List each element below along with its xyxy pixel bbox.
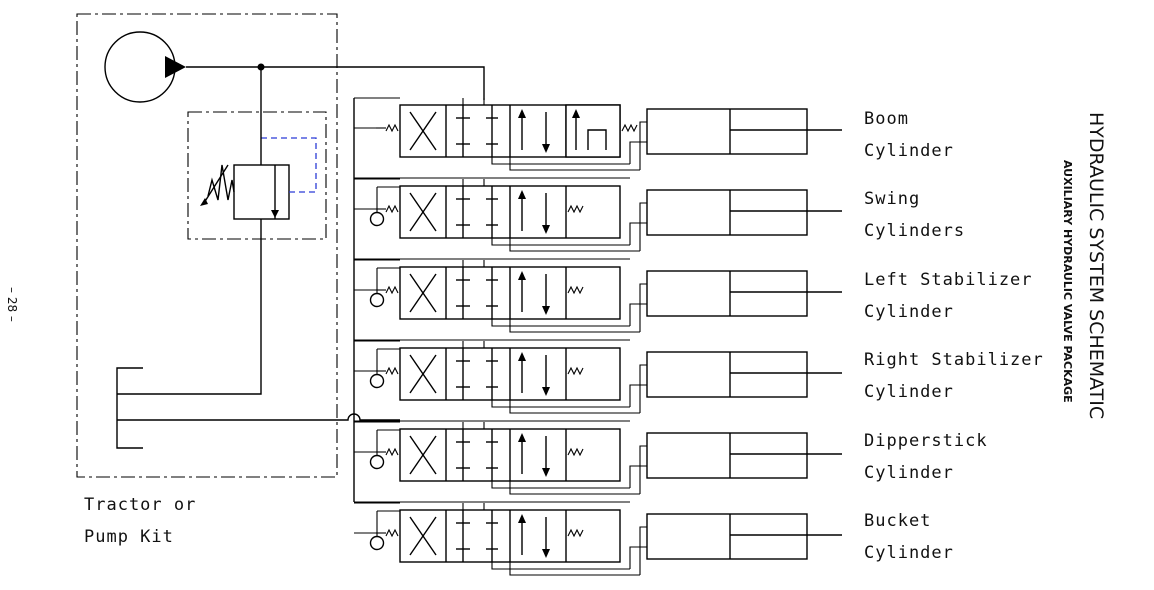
section-label-line1: Swing: [864, 189, 920, 209]
relief-return-line: [117, 219, 262, 395]
schematic-title: HYDRAULIC SYSTEM SCHEMATIC: [1085, 112, 1107, 419]
schematic-subtitle: AUXILIARY HYDRAULIC VALVE PACKAGE: [1061, 160, 1074, 403]
cylinder-symbol: [646, 270, 842, 317]
section-label-line1: Right Stabilizer: [864, 350, 1044, 370]
section-label-line1: Bucket: [864, 511, 931, 531]
pressure-line: [186, 66, 485, 100]
section-label-line2: Cylinder: [864, 141, 954, 161]
section-label-line1: Left Stabilizer: [864, 270, 1033, 290]
pump-kit-boundary: [76, 13, 338, 478]
cylinder-symbol: [646, 189, 842, 236]
section-label-line2: Cylinder: [864, 463, 954, 483]
section-label-line2: Cylinder: [864, 382, 954, 402]
valve-section: [354, 97, 842, 179]
page-number: – 28 –: [5, 287, 19, 322]
relief-valve-boundary: [187, 111, 327, 240]
cylinder-symbol: [646, 513, 842, 560]
valve-section: [354, 502, 842, 576]
cylinder-labels: Boom Cylinder Swing Cylinders Left Stabi…: [864, 109, 1044, 563]
section-label-line2: Cylinder: [864, 302, 954, 322]
section-label-line1: Boom: [864, 109, 909, 129]
section-label-line2: Cylinders: [864, 221, 965, 241]
cylinder-symbol: [646, 432, 842, 479]
valve-section: [354, 178, 842, 260]
pump-kit-label-line1: Tractor or: [84, 495, 196, 515]
reservoir-symbol: [116, 367, 143, 449]
cylinder-symbol: [646, 351, 842, 398]
tank-return-line: [117, 413, 400, 421]
section-label-line2: Cylinder: [864, 543, 954, 563]
valve-section: [354, 259, 842, 341]
pump-kit-label-line2: Pump Kit: [84, 527, 174, 547]
cylinder-symbol: [646, 108, 842, 155]
relief-valve-symbol: [200, 137, 317, 220]
section-label-line1: Dipperstick: [864, 431, 988, 451]
valve-section: [354, 340, 842, 422]
pump-symbol: [104, 31, 186, 103]
valve-sections: [354, 97, 842, 576]
valve-section: [354, 421, 842, 503]
